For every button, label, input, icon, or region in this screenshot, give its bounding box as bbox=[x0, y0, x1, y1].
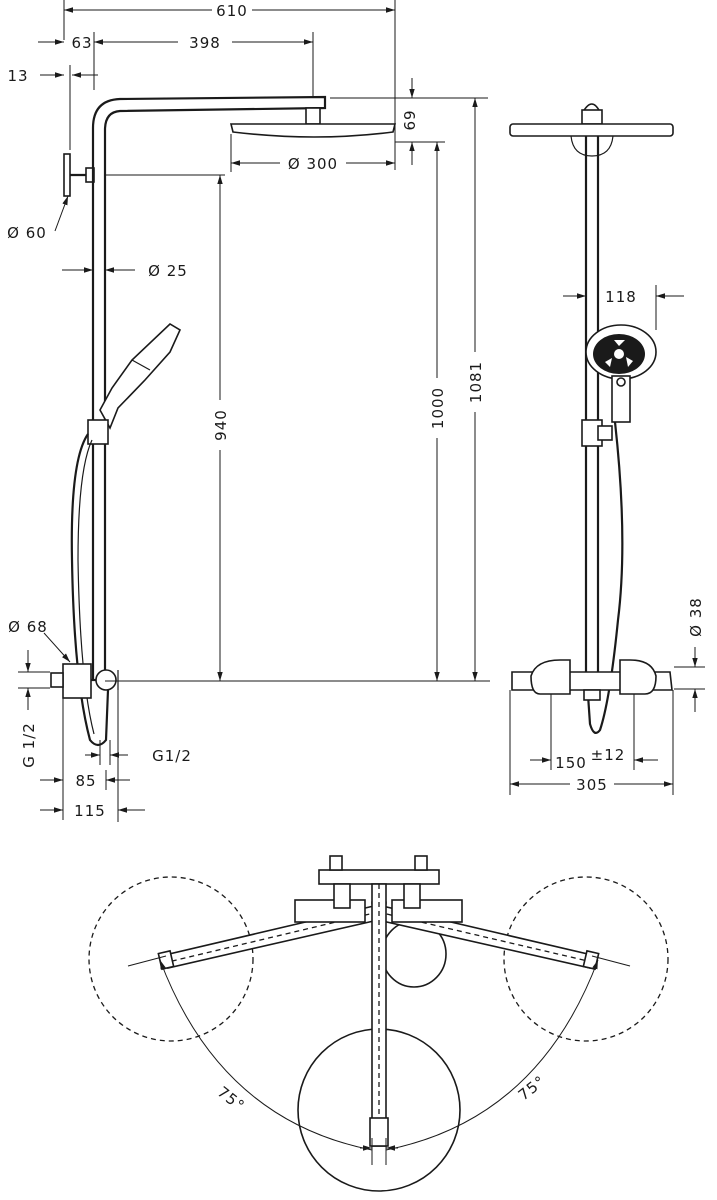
dim-118: 118 bbox=[605, 288, 637, 306]
side-view: 610 63 398 13 69 Ø 300 Ø 60 Ø 25 bbox=[7, 0, 490, 822]
front-spray-vane-1 bbox=[614, 340, 625, 346]
arm-right-end bbox=[582, 949, 600, 971]
dim-63: 63 bbox=[71, 34, 92, 52]
dim-610: 610 bbox=[216, 2, 248, 20]
head-connector bbox=[305, 107, 321, 125]
angle-arc-left bbox=[159, 959, 373, 1151]
front-hose bbox=[586, 421, 624, 734]
mixer-side-body bbox=[62, 663, 92, 699]
dim-940: 940 bbox=[212, 409, 230, 441]
mixer-side-inlet bbox=[50, 672, 64, 688]
dim-398: 398 bbox=[189, 34, 221, 52]
dim-mixer-diameter: Ø 38 bbox=[687, 597, 705, 637]
top-mixer-body-left bbox=[294, 899, 366, 923]
dim-inlet-thread: G 1/2 bbox=[20, 722, 38, 768]
dim-head-diameter: Ø 300 bbox=[288, 155, 338, 173]
reach-circle-right bbox=[503, 876, 669, 1042]
front-hand-shower-grip bbox=[611, 375, 631, 423]
dim-centers: 150 bbox=[555, 754, 587, 772]
wall-flange bbox=[63, 153, 71, 197]
front-shower-head bbox=[509, 123, 674, 137]
front-grip-button bbox=[616, 377, 626, 387]
dim-13: 13 bbox=[7, 67, 28, 85]
front-head-collar bbox=[570, 135, 614, 157]
front-head-stem bbox=[581, 109, 603, 125]
mixer-side-knob bbox=[95, 669, 117, 691]
hose bbox=[70, 433, 110, 747]
angle-arc-right bbox=[385, 959, 599, 1151]
dim-1081: 1081 bbox=[467, 361, 485, 403]
dim-115: 115 bbox=[74, 802, 106, 820]
dim-305: 305 bbox=[576, 776, 608, 794]
reach-circle-left bbox=[88, 876, 254, 1042]
dim-1000: 1000 bbox=[429, 387, 447, 429]
top-riser-end bbox=[369, 1117, 389, 1147]
shower-head bbox=[229, 123, 397, 138]
top-mixer-stub-right bbox=[414, 855, 428, 871]
dim-inlet-diameter: Ø 68 bbox=[8, 618, 48, 636]
slider-holder bbox=[87, 419, 109, 445]
top-mixer-stub-left bbox=[329, 855, 343, 871]
front-view: 118 Ø 38 150 ±12 305 bbox=[509, 103, 705, 795]
riser-pipe bbox=[91, 95, 327, 680]
arm-left-end bbox=[157, 949, 175, 971]
front-slider-clip bbox=[597, 425, 613, 441]
dim-pipe-diameter: Ø 25 bbox=[148, 262, 188, 280]
dim-flange-diameter: Ø 60 bbox=[7, 224, 47, 242]
front-mixer-outlet bbox=[583, 689, 601, 701]
dim-69: 69 bbox=[401, 109, 419, 130]
top-mixer-bar bbox=[318, 869, 440, 885]
dim-centers-tolerance: ±12 bbox=[591, 746, 626, 764]
hand-shower-face bbox=[131, 359, 151, 371]
front-mixer-knob-left bbox=[530, 659, 571, 695]
hand-shower bbox=[99, 323, 182, 430]
front-mixer-knob-right bbox=[619, 659, 657, 695]
top-mixer-knob-left bbox=[333, 883, 351, 909]
dim-outlet-thread: G1/2 bbox=[152, 747, 192, 765]
front-spray-vane-3 bbox=[605, 358, 612, 367]
front-spray-center bbox=[614, 349, 624, 359]
angle-right: 75° bbox=[515, 1072, 549, 1104]
front-spray-vane-2 bbox=[626, 357, 633, 367]
top-view: 75° 75° bbox=[88, 855, 669, 1192]
dim-85: 85 bbox=[75, 772, 96, 790]
top-mixer-body-right bbox=[391, 899, 463, 923]
top-mixer-knob-right bbox=[403, 883, 421, 909]
